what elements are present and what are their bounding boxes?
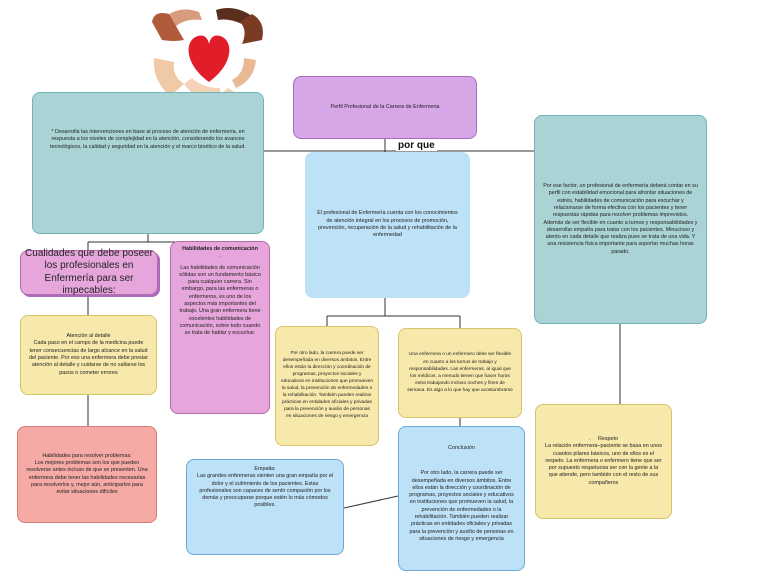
respect-node[interactable]: . Respeto La relación enfermera–paciente…	[535, 404, 672, 519]
conclusion-node[interactable]: Conclusión Por otro lado, la carrera pue…	[398, 426, 525, 571]
left-top-node[interactable]: * Desarrolla las intervenciones en base …	[32, 92, 264, 234]
qualities-node[interactable]: Cualidades que debe poseer los profesion…	[20, 247, 158, 297]
empathy-text: Las grandes enfermeras sienten una gran …	[196, 473, 334, 509]
left-top-text: * Desarrolla las intervenciones en base …	[50, 129, 246, 150]
problems-text: Los mejores problemas son los que pueden…	[26, 459, 148, 496]
center-main-node[interactable]: El profesional de Enfermería cuenta con …	[305, 152, 470, 298]
attention-text: Cada paso en el campo de la medicina pue…	[29, 340, 148, 376]
empathy-title: Empatia:	[254, 466, 276, 472]
communication-node[interactable]: Habilidades de comunicación . Las habili…	[170, 241, 270, 414]
center-right-yellow-node[interactable]: Una enfermera o un enfermero debe ser fl…	[398, 328, 522, 418]
communication-text: Las habilidades de comunicación sólidas …	[179, 264, 261, 337]
center-left-yellow-node[interactable]: Por otro lado, la carrera puede ser dese…	[275, 326, 379, 446]
attention-node[interactable]: Atención al detalle Cada paso en el camp…	[20, 315, 157, 395]
communication-title: Habilidades de comunicación	[182, 246, 258, 252]
central-topic[interactable]: Perfil Profesional de la Carrera de Enfe…	[293, 76, 477, 139]
central-topic-title: Perfil Profesional de la Carrera de Enfe…	[330, 103, 440, 110]
right-top-text: Por ese factor, un profesional de enferm…	[543, 183, 698, 255]
respect-text: La relación enfermera–paciente se basa e…	[545, 443, 662, 486]
problems-title: Habilidades para resolver problemas:	[42, 452, 132, 459]
empathy-node[interactable]: Empatia: Las grandes enfermeras sienten …	[186, 459, 344, 555]
respect-title: . Respeto	[588, 435, 619, 442]
connector-label: por que	[396, 140, 437, 151]
center-main-text: El profesional de Enfermería cuenta con …	[317, 210, 458, 239]
attention-title: Atención al detalle	[66, 333, 111, 340]
conclusion-text: Por otro lado, la carrera puede ser dese…	[409, 470, 514, 542]
qualities-text: Cualidades que debe poseer los profesion…	[25, 247, 153, 297]
conclusion-title: Conclusión	[448, 445, 475, 451]
center-left-yellow-text: Por otro lado, la carrera puede ser dese…	[281, 351, 373, 419]
center-right-yellow-text: Una enfermera o un enfermero debe ser fl…	[407, 352, 513, 394]
communication-dot: .	[219, 253, 221, 260]
problems-node[interactable]: Habilidades para resolver problemas: Los…	[17, 426, 157, 523]
right-top-node[interactable]: Por ese factor, un profesional de enferm…	[534, 115, 707, 324]
